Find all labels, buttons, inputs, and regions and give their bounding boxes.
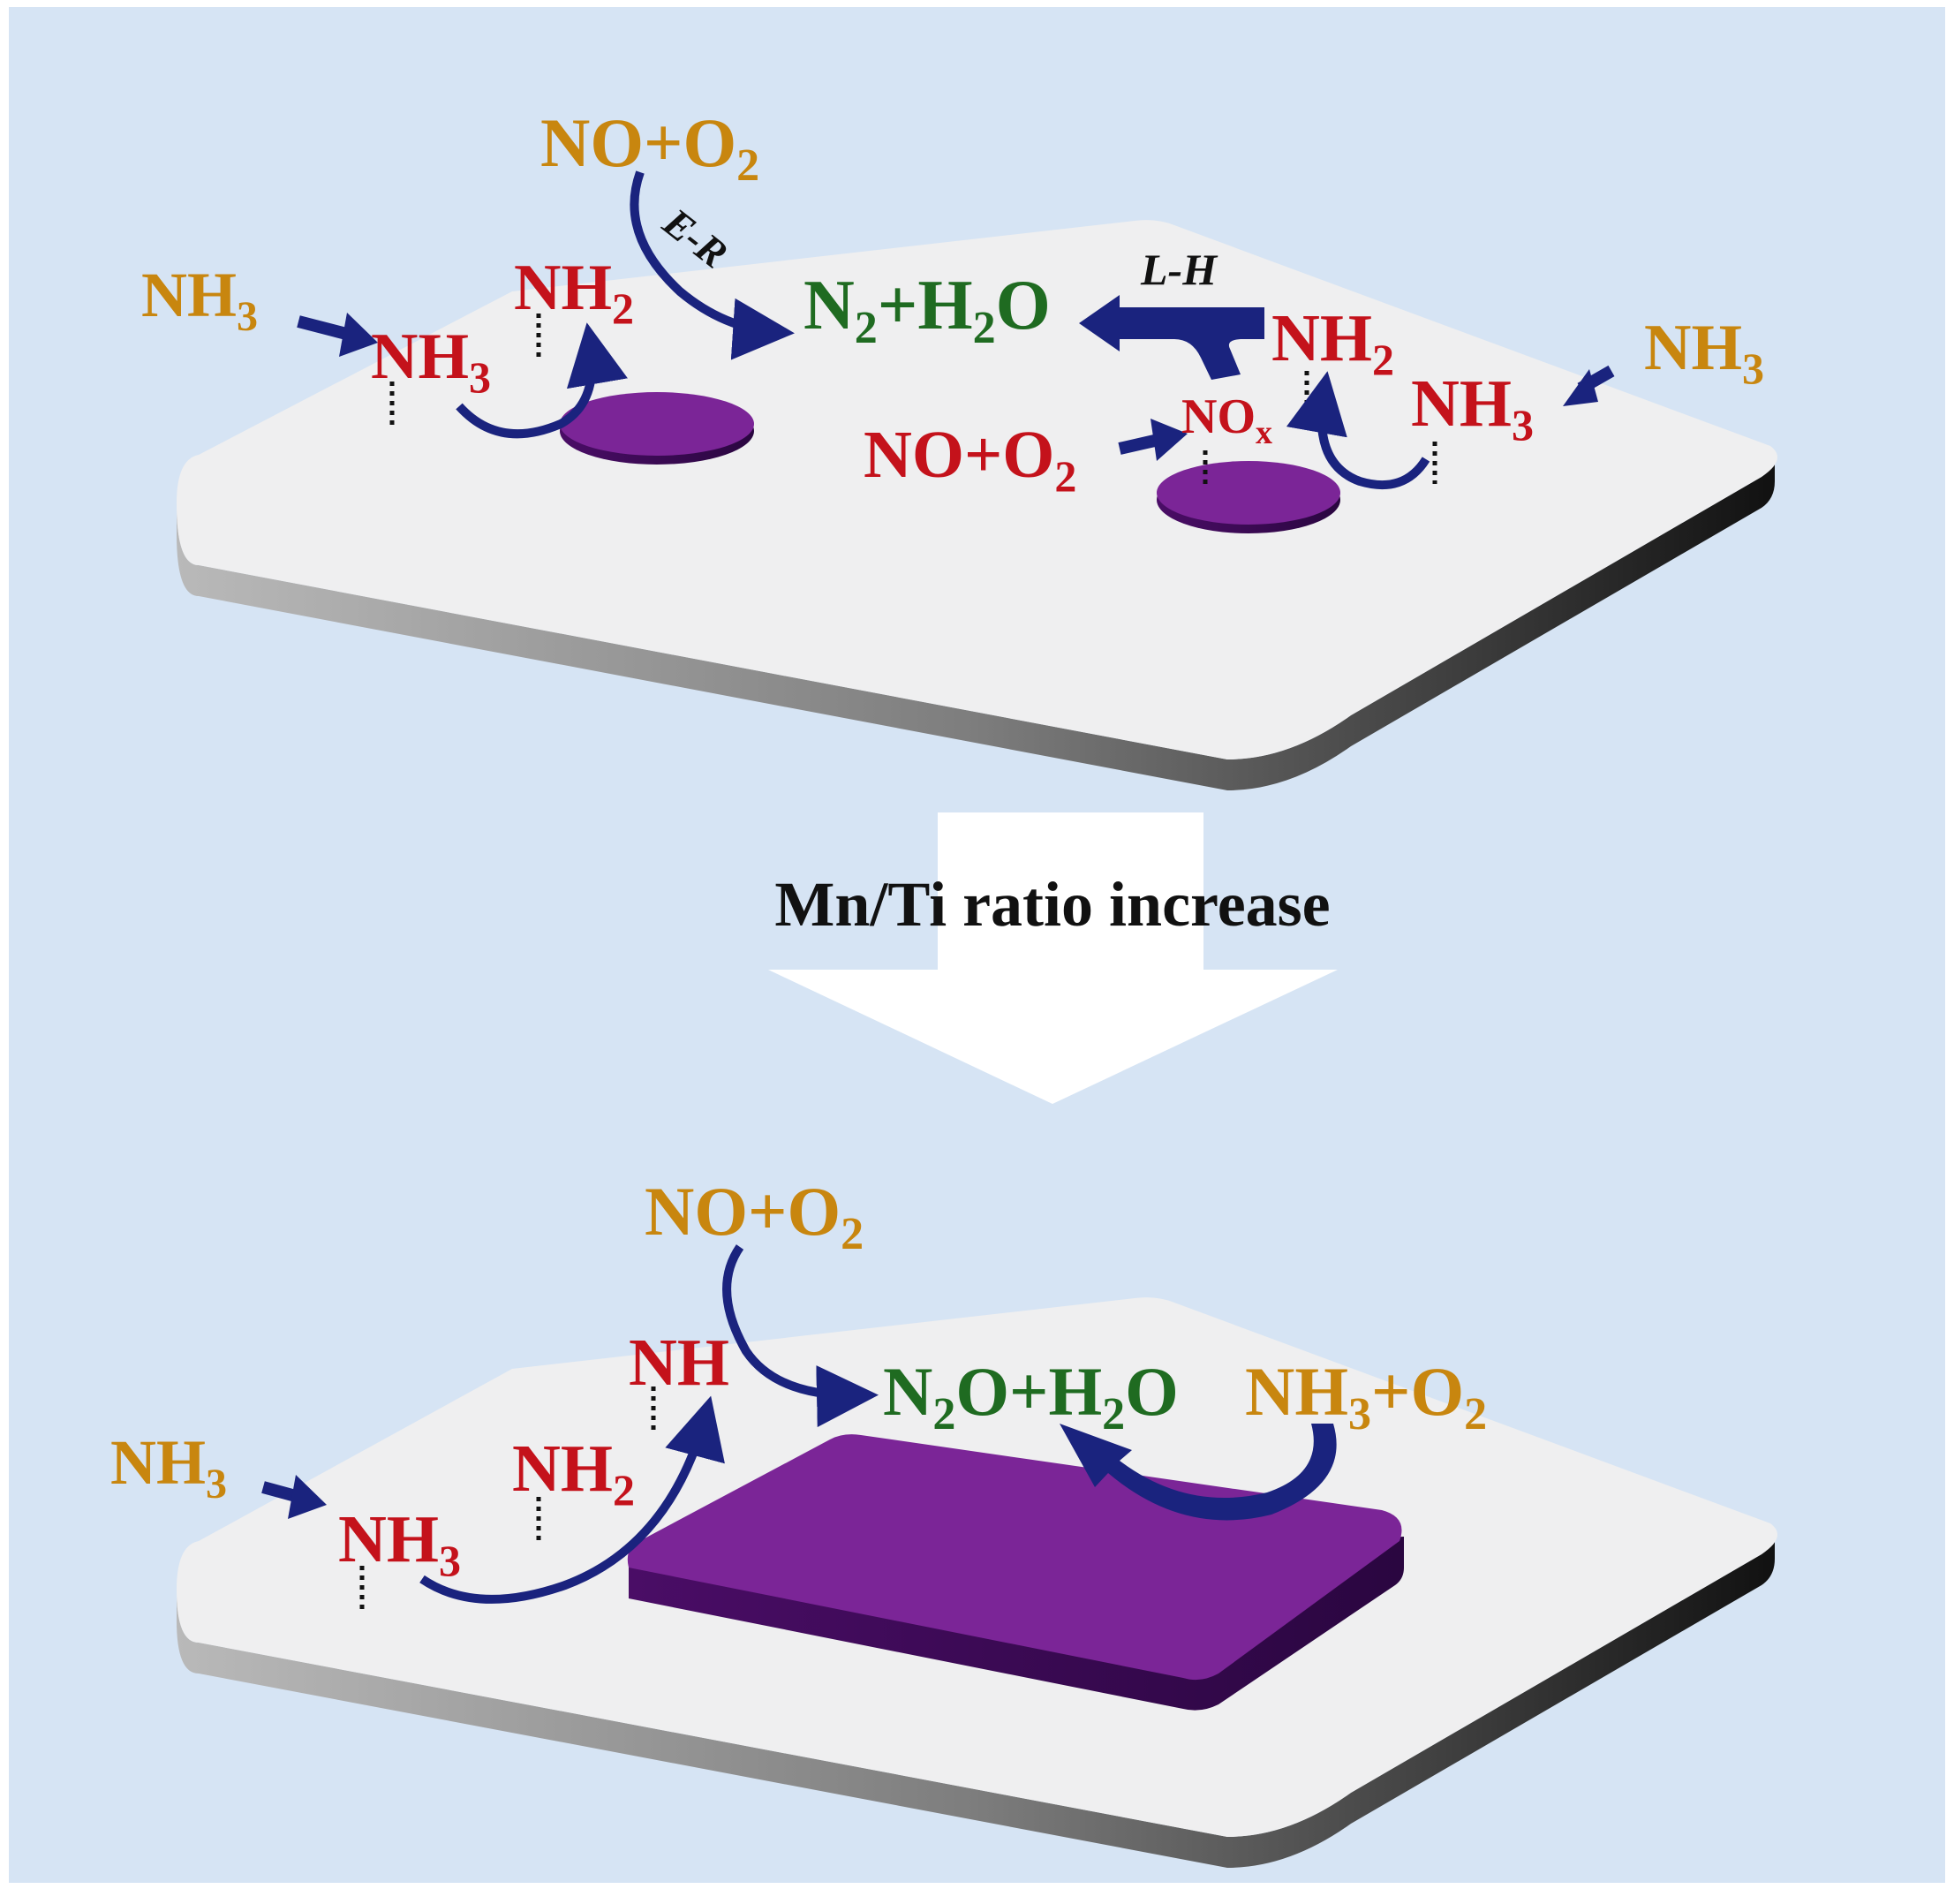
- bottom-gas-no-o2: NO+O2: [645, 1173, 864, 1259]
- arrow-nh3-left-in: [297, 313, 378, 357]
- bottom-ads-nh2: NH2: [512, 1432, 635, 1515]
- arrow-nh3-left-in-bottom: [261, 1475, 327, 1519]
- arrow-lh: [1079, 295, 1264, 380]
- bottom-ads-nh3: NH3: [338, 1502, 461, 1585]
- top-ads-nh2-left: NH2: [514, 252, 634, 333]
- arrow-no-o2-to-product: [722, 1244, 879, 1428]
- bottom-site: [627, 1434, 1402, 1681]
- arrow-nh3-to-nh: [419, 1395, 725, 1604]
- arrow-nh3-to-nh2-left: [456, 322, 628, 439]
- top-ads-nh2-right: NH2: [1271, 301, 1394, 384]
- arrow-nh3-right-in: [1563, 365, 1615, 406]
- top-gas-no-o2: NO+O2: [540, 104, 759, 191]
- bottom-gas-nh3-o2: NH3+O2: [1245, 1353, 1487, 1439]
- arrow-no-o2-right-in: [1118, 419, 1188, 461]
- bottom-platform-edge: [177, 1528, 1775, 1868]
- top-site-left: [560, 392, 754, 456]
- top-gas-no-o2-right: NO+O2: [864, 418, 1076, 501]
- top-gas-nh3-left: NH3: [141, 260, 258, 340]
- top-platform-edge: [177, 450, 1775, 790]
- bottom-panel: NO+O2 NH N2O+H2O NH3+O2 NH3 NH2 NH3: [110, 1173, 1777, 1868]
- arrow-nh3-to-nh2-right: [1286, 371, 1430, 490]
- mechanism-lh-label: L-H: [1140, 245, 1218, 294]
- top-panel: NO+O2 NH3 NH2 NH3 E-R L-H N2+H2O NH2 NH3…: [141, 104, 1777, 790]
- top-ads-nh3-right: NH3: [1411, 366, 1534, 450]
- bottom-gas-nh3-left: NH3: [110, 1427, 227, 1507]
- top-product: N2+H2O: [803, 267, 1051, 353]
- top-gas-nh3-right: NH3: [1644, 312, 1764, 393]
- bottom-product: N2O+H2O: [883, 1353, 1179, 1439]
- arrow-nh3-o2-to-product: [1060, 1424, 1337, 1521]
- top-ads-nh3-left: NH3: [371, 321, 491, 402]
- top-ads-nox: NOx: [1181, 389, 1272, 451]
- bottom-ads-nh: NH: [629, 1326, 729, 1400]
- top-site-right: [1157, 461, 1340, 525]
- transition-arrow: Mn/Ti ratio increase: [768, 812, 1338, 1104]
- arrow-er: [630, 170, 795, 360]
- transition-label: Mn/Ti ratio increase: [774, 869, 1330, 940]
